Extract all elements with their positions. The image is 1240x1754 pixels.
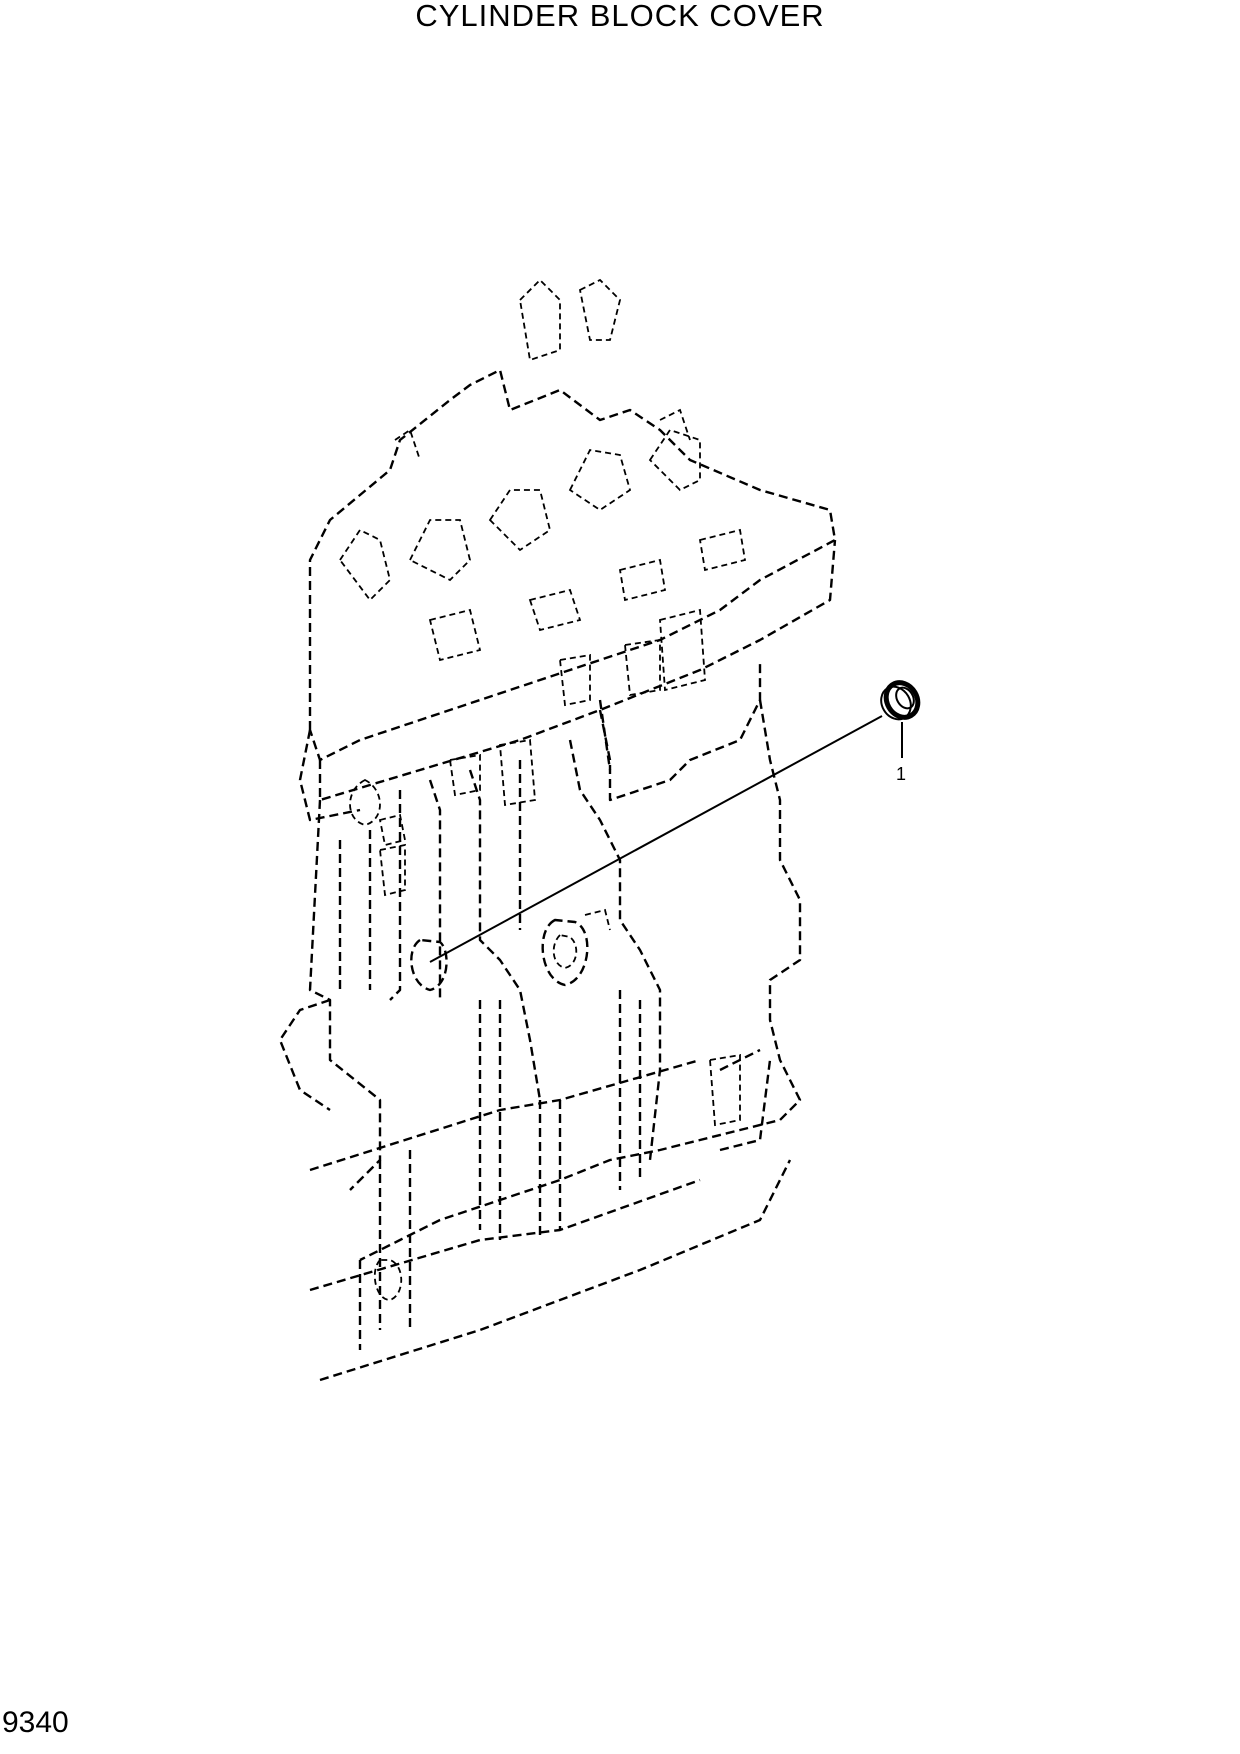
callout-label: 1 [896, 764, 906, 784]
page-title: CYLINDER BLOCK COVER [415, 0, 825, 33]
callout-1: 1 [896, 722, 906, 784]
engine-block-outline [278, 278, 837, 1382]
part-1-cover [880, 680, 921, 721]
assembly-leader-line [429, 715, 883, 963]
page-number: 9340 [2, 1706, 69, 1739]
